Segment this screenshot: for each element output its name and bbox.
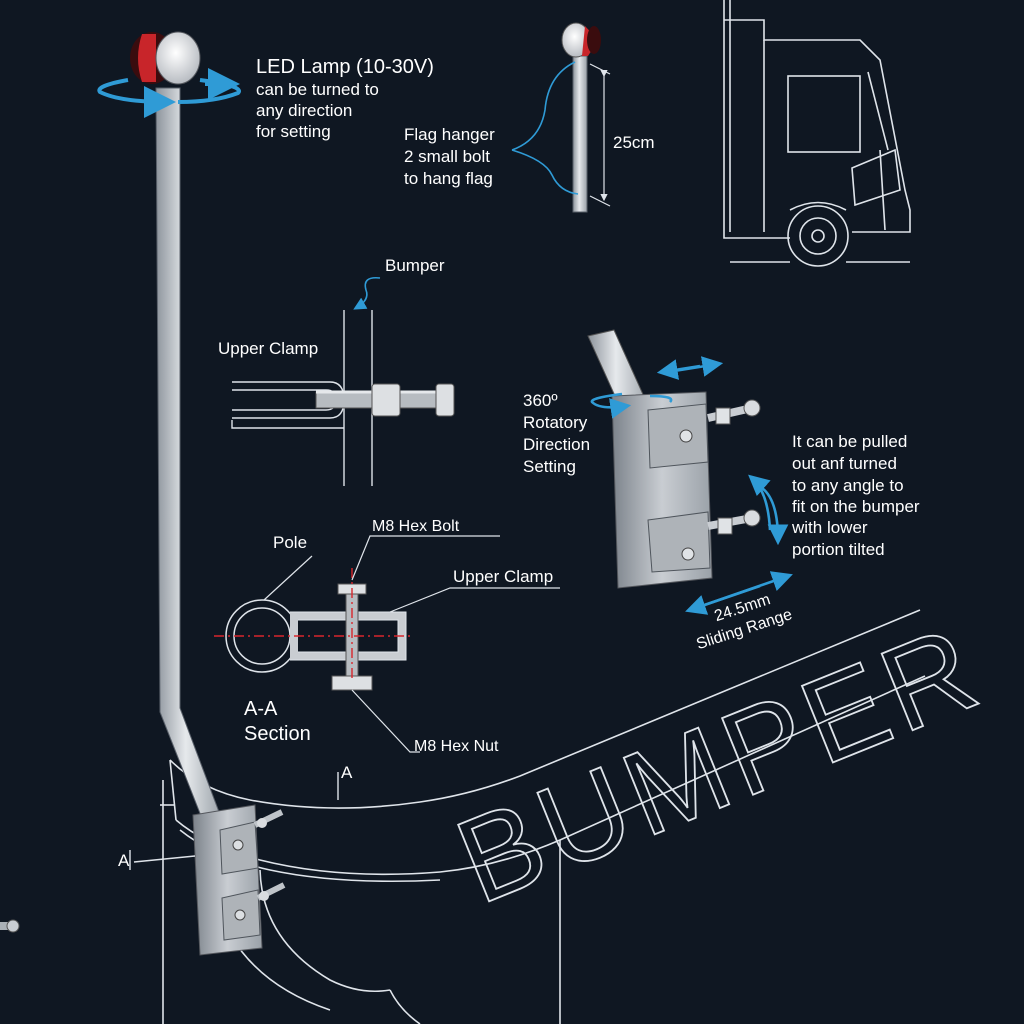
flag-hanger-line1: Flag hanger — [404, 125, 495, 144]
loose-bolt — [0, 919, 20, 933]
led-lamp-line4: for setting — [256, 122, 331, 141]
section-markers — [129, 772, 339, 870]
pull-note-line6: portion tilted — [792, 540, 885, 559]
flag-hanger-line2: 2 small bolt — [404, 147, 490, 166]
dimension-label: 25cm — [613, 133, 655, 152]
section-marker-left: A — [118, 851, 130, 870]
pull-note-line4: fit on the bumper — [792, 497, 920, 516]
section-title-line2: Section — [244, 723, 311, 745]
bracket-arrows — [590, 356, 793, 615]
main-pole — [155, 87, 223, 827]
rotatory-line3: Direction — [523, 435, 591, 454]
bumper-label: Bumper — [385, 256, 445, 275]
upper-clamp-label-top: Upper Clamp — [218, 339, 319, 358]
pull-note-line3: to any angle to — [792, 476, 904, 495]
flag-hanger-leaders — [511, 61, 579, 195]
rotatory-line4: Setting — [523, 457, 576, 476]
section-marker-right: A — [341, 763, 353, 782]
bumper-leader — [353, 276, 381, 310]
upper-clamp-label-section: Upper Clamp — [453, 567, 554, 586]
truck-outline — [723, 0, 911, 267]
pull-note-line1: It can be pulled — [792, 432, 908, 451]
section-title-line1: A-A — [244, 698, 278, 720]
led-lamp-line3: any direction — [256, 101, 353, 120]
hex-nut-label: M8 Hex Nut — [414, 738, 499, 755]
aa-section — [214, 568, 410, 691]
section-leaders — [263, 535, 560, 753]
bracket-detail — [587, 329, 761, 589]
led-lamp-title: LED Lamp (10-30V) — [256, 56, 434, 78]
rotatory-line1: 360º — [523, 391, 558, 410]
pull-note-line5: with lower — [792, 518, 868, 537]
flag-hanger-line3: to hang flag — [404, 169, 493, 188]
pull-note-line2: out anf turned — [792, 454, 897, 473]
rotatory-line2: Rotatory — [523, 413, 588, 432]
dimension-25cm — [589, 63, 611, 207]
pole-label: Pole — [273, 533, 308, 552]
lamp-rotation-arrow — [97, 68, 241, 118]
flag-hanger-pole — [561, 22, 601, 213]
clamp-bolt — [315, 383, 455, 417]
hex-bolt-label: M8 Hex Bolt — [372, 518, 460, 535]
led-lamp — [130, 31, 201, 85]
main-lower-clamp — [192, 804, 286, 956]
led-lamp-line2: can be turned to — [256, 80, 379, 99]
